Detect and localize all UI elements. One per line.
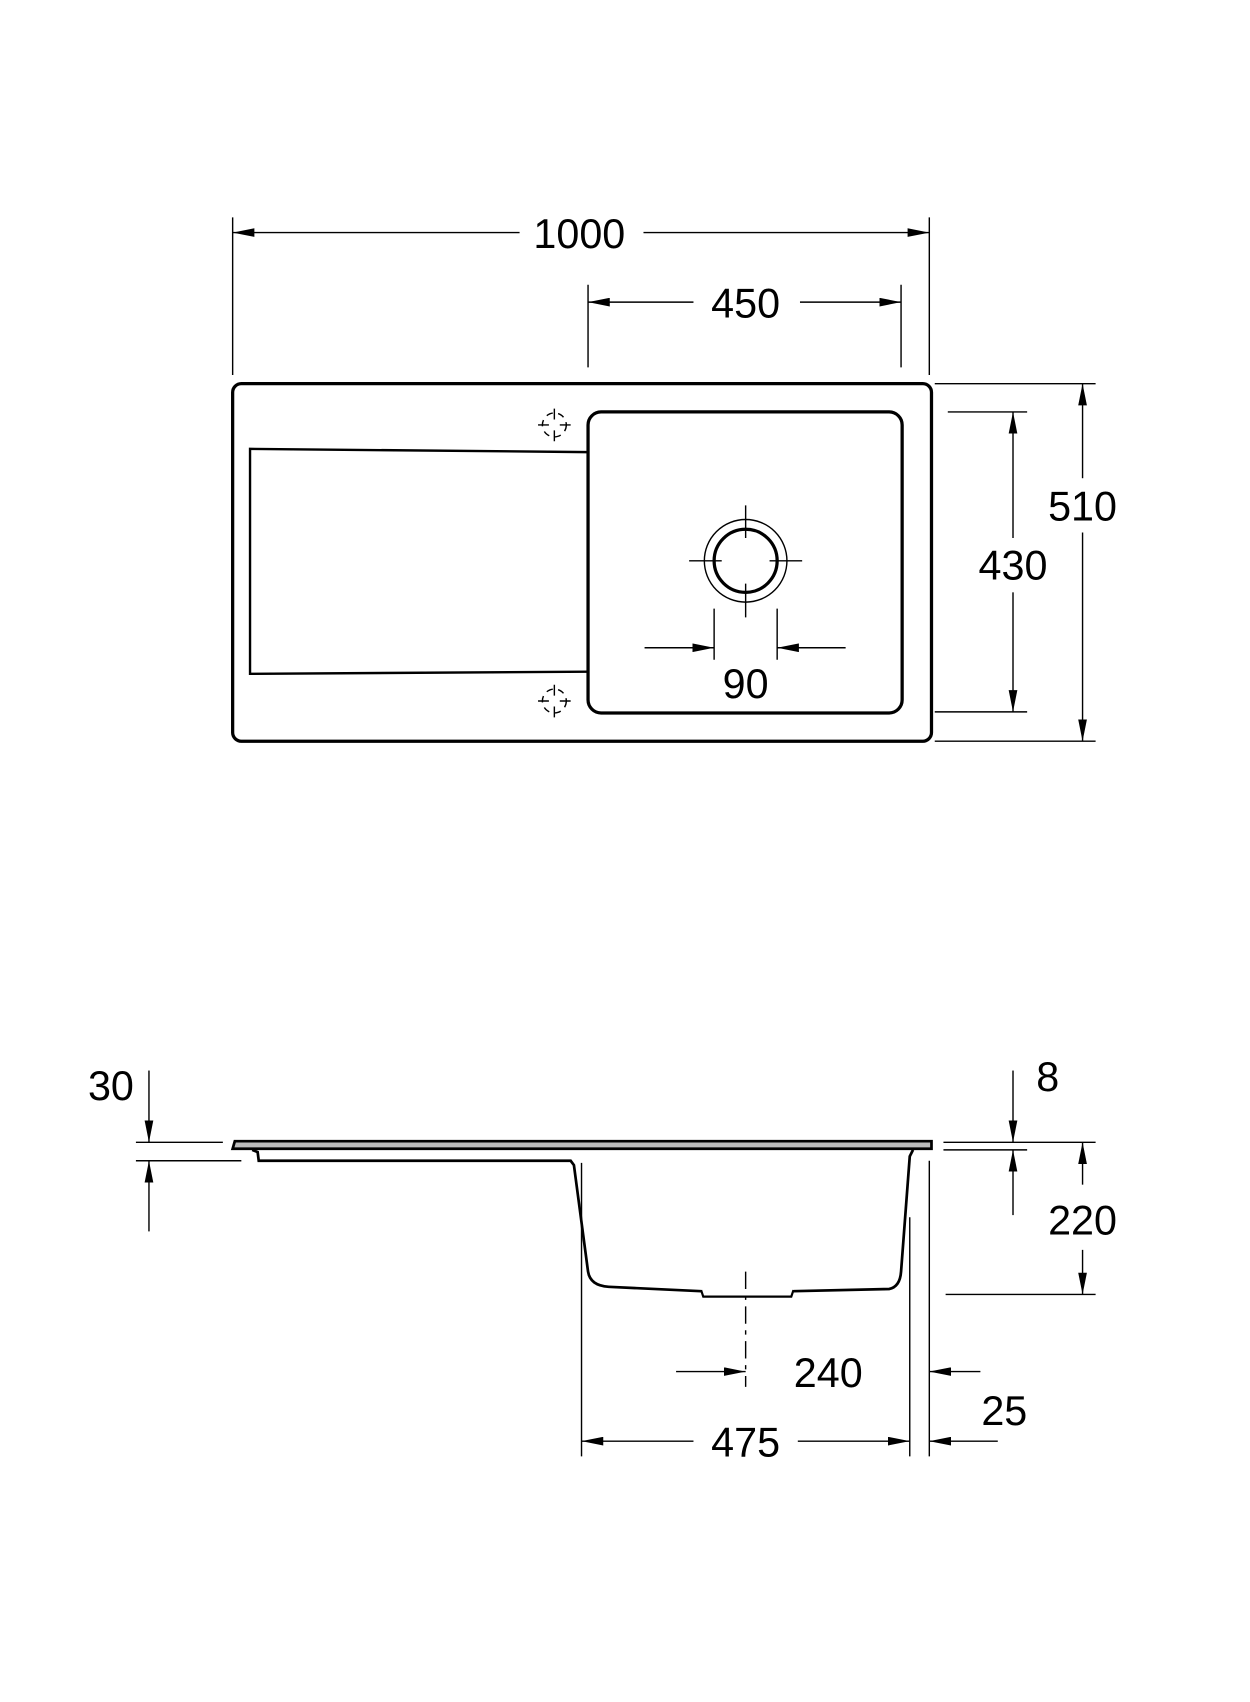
dimension-label: 8 bbox=[1036, 1054, 1059, 1100]
drain bbox=[689, 505, 803, 618]
tap-hole-mark-top bbox=[538, 408, 571, 442]
dimension-bowl-depth-side: 220 bbox=[945, 1142, 1117, 1296]
dimension-label: 240 bbox=[794, 1350, 863, 1396]
dimension-label: 475 bbox=[711, 1419, 780, 1465]
dimension-label: 30 bbox=[88, 1063, 134, 1109]
side-view: 30 8 220 240 475 bbox=[88, 1054, 1117, 1465]
dimension-overall-depth: 510 bbox=[934, 382, 1117, 742]
dimension-label: 510 bbox=[1048, 484, 1117, 530]
dimension-rim-thickness: 8 bbox=[943, 1054, 1096, 1216]
dimension-label: 450 bbox=[711, 280, 780, 326]
dimension-label: 1000 bbox=[533, 211, 625, 257]
drain-crosshair bbox=[689, 505, 803, 618]
rim-profile bbox=[230, 1139, 933, 1151]
dimension-edge-offset: 25 bbox=[929, 1388, 1027, 1446]
dimension-label: 90 bbox=[723, 661, 769, 707]
bowl-outline bbox=[586, 410, 904, 715]
dimension-overall-width: 1000 bbox=[231, 211, 931, 375]
dimension-bowl-width-side: 475 bbox=[581, 1419, 910, 1465]
dimension-label: 430 bbox=[979, 542, 1048, 588]
dimension-label: 25 bbox=[981, 1388, 1027, 1434]
sink-outline bbox=[231, 382, 934, 743]
dimension-drain-offset: 240 bbox=[580, 1160, 981, 1457]
top-view: 1000 450 90 430 510 bbox=[231, 211, 1117, 743]
dimension-label: 220 bbox=[1048, 1198, 1117, 1244]
drain-inner-circle bbox=[712, 527, 779, 594]
dimension-bowl-width: 450 bbox=[587, 280, 902, 368]
sink-body-profile bbox=[251, 1148, 915, 1293]
tap-hole-mark-bottom bbox=[538, 684, 571, 718]
drain-outlet bbox=[700, 1289, 795, 1298]
dimension-bowl-depth: 430 bbox=[934, 411, 1048, 713]
dimension-rim-height: 30 bbox=[88, 1063, 242, 1232]
dimension-drain-diameter: 90 bbox=[644, 608, 846, 707]
drainer-area bbox=[248, 447, 589, 676]
